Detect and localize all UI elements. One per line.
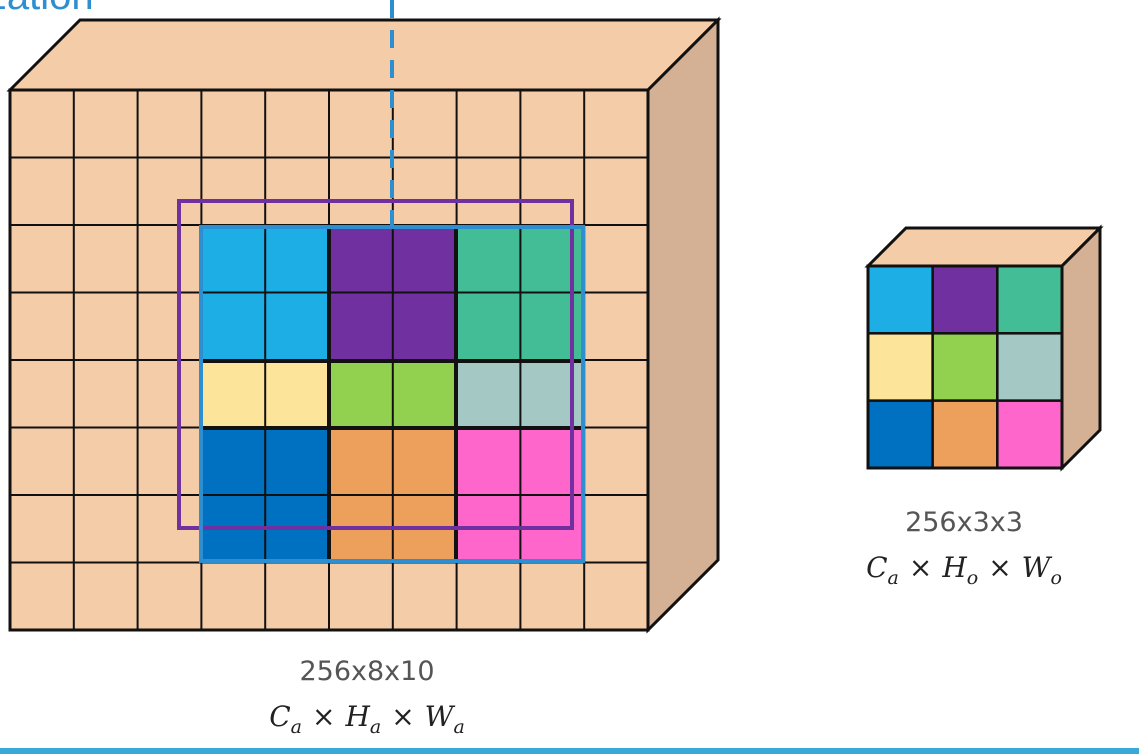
output-front-outline [866, 264, 1064, 470]
partial-section-title: ization [0, 0, 94, 19]
output-cell-r3-c1 [866, 399, 934, 470]
output-cell-r3-c2 [931, 399, 999, 470]
output-bin-cells [866, 264, 1064, 470]
input-formula: Ca×Ha×Wa [269, 700, 465, 738]
output-cell-r2-c3 [996, 332, 1064, 402]
output-cell-r1-c3 [996, 264, 1064, 335]
input-top-face [6, 18, 722, 92]
output-cell-r3-c3 [996, 399, 1064, 470]
output-cell-r2-c1 [866, 332, 934, 402]
output-cell-r1-c2 [931, 264, 999, 335]
input-side-face [646, 16, 720, 634]
output-dims-label: 256x3x3 [905, 507, 1023, 538]
roi-box-purple [177, 199, 574, 530]
output-pooled-map [864, 224, 1104, 472]
output-cell-r2-c2 [931, 332, 999, 402]
output-top-face [864, 226, 1104, 268]
input-dims-label: 256x8x10 [299, 656, 434, 687]
input-feature-map [6, 0, 722, 634]
output-formula: Ca×Ho×Wo [866, 551, 1062, 589]
bottom-rule [0, 748, 1139, 754]
output-cell-r1-c1 [866, 264, 934, 335]
output-side-face [1060, 224, 1102, 472]
roi-bin-dividers [202, 227, 583, 563]
input-front-outline [8, 88, 650, 632]
